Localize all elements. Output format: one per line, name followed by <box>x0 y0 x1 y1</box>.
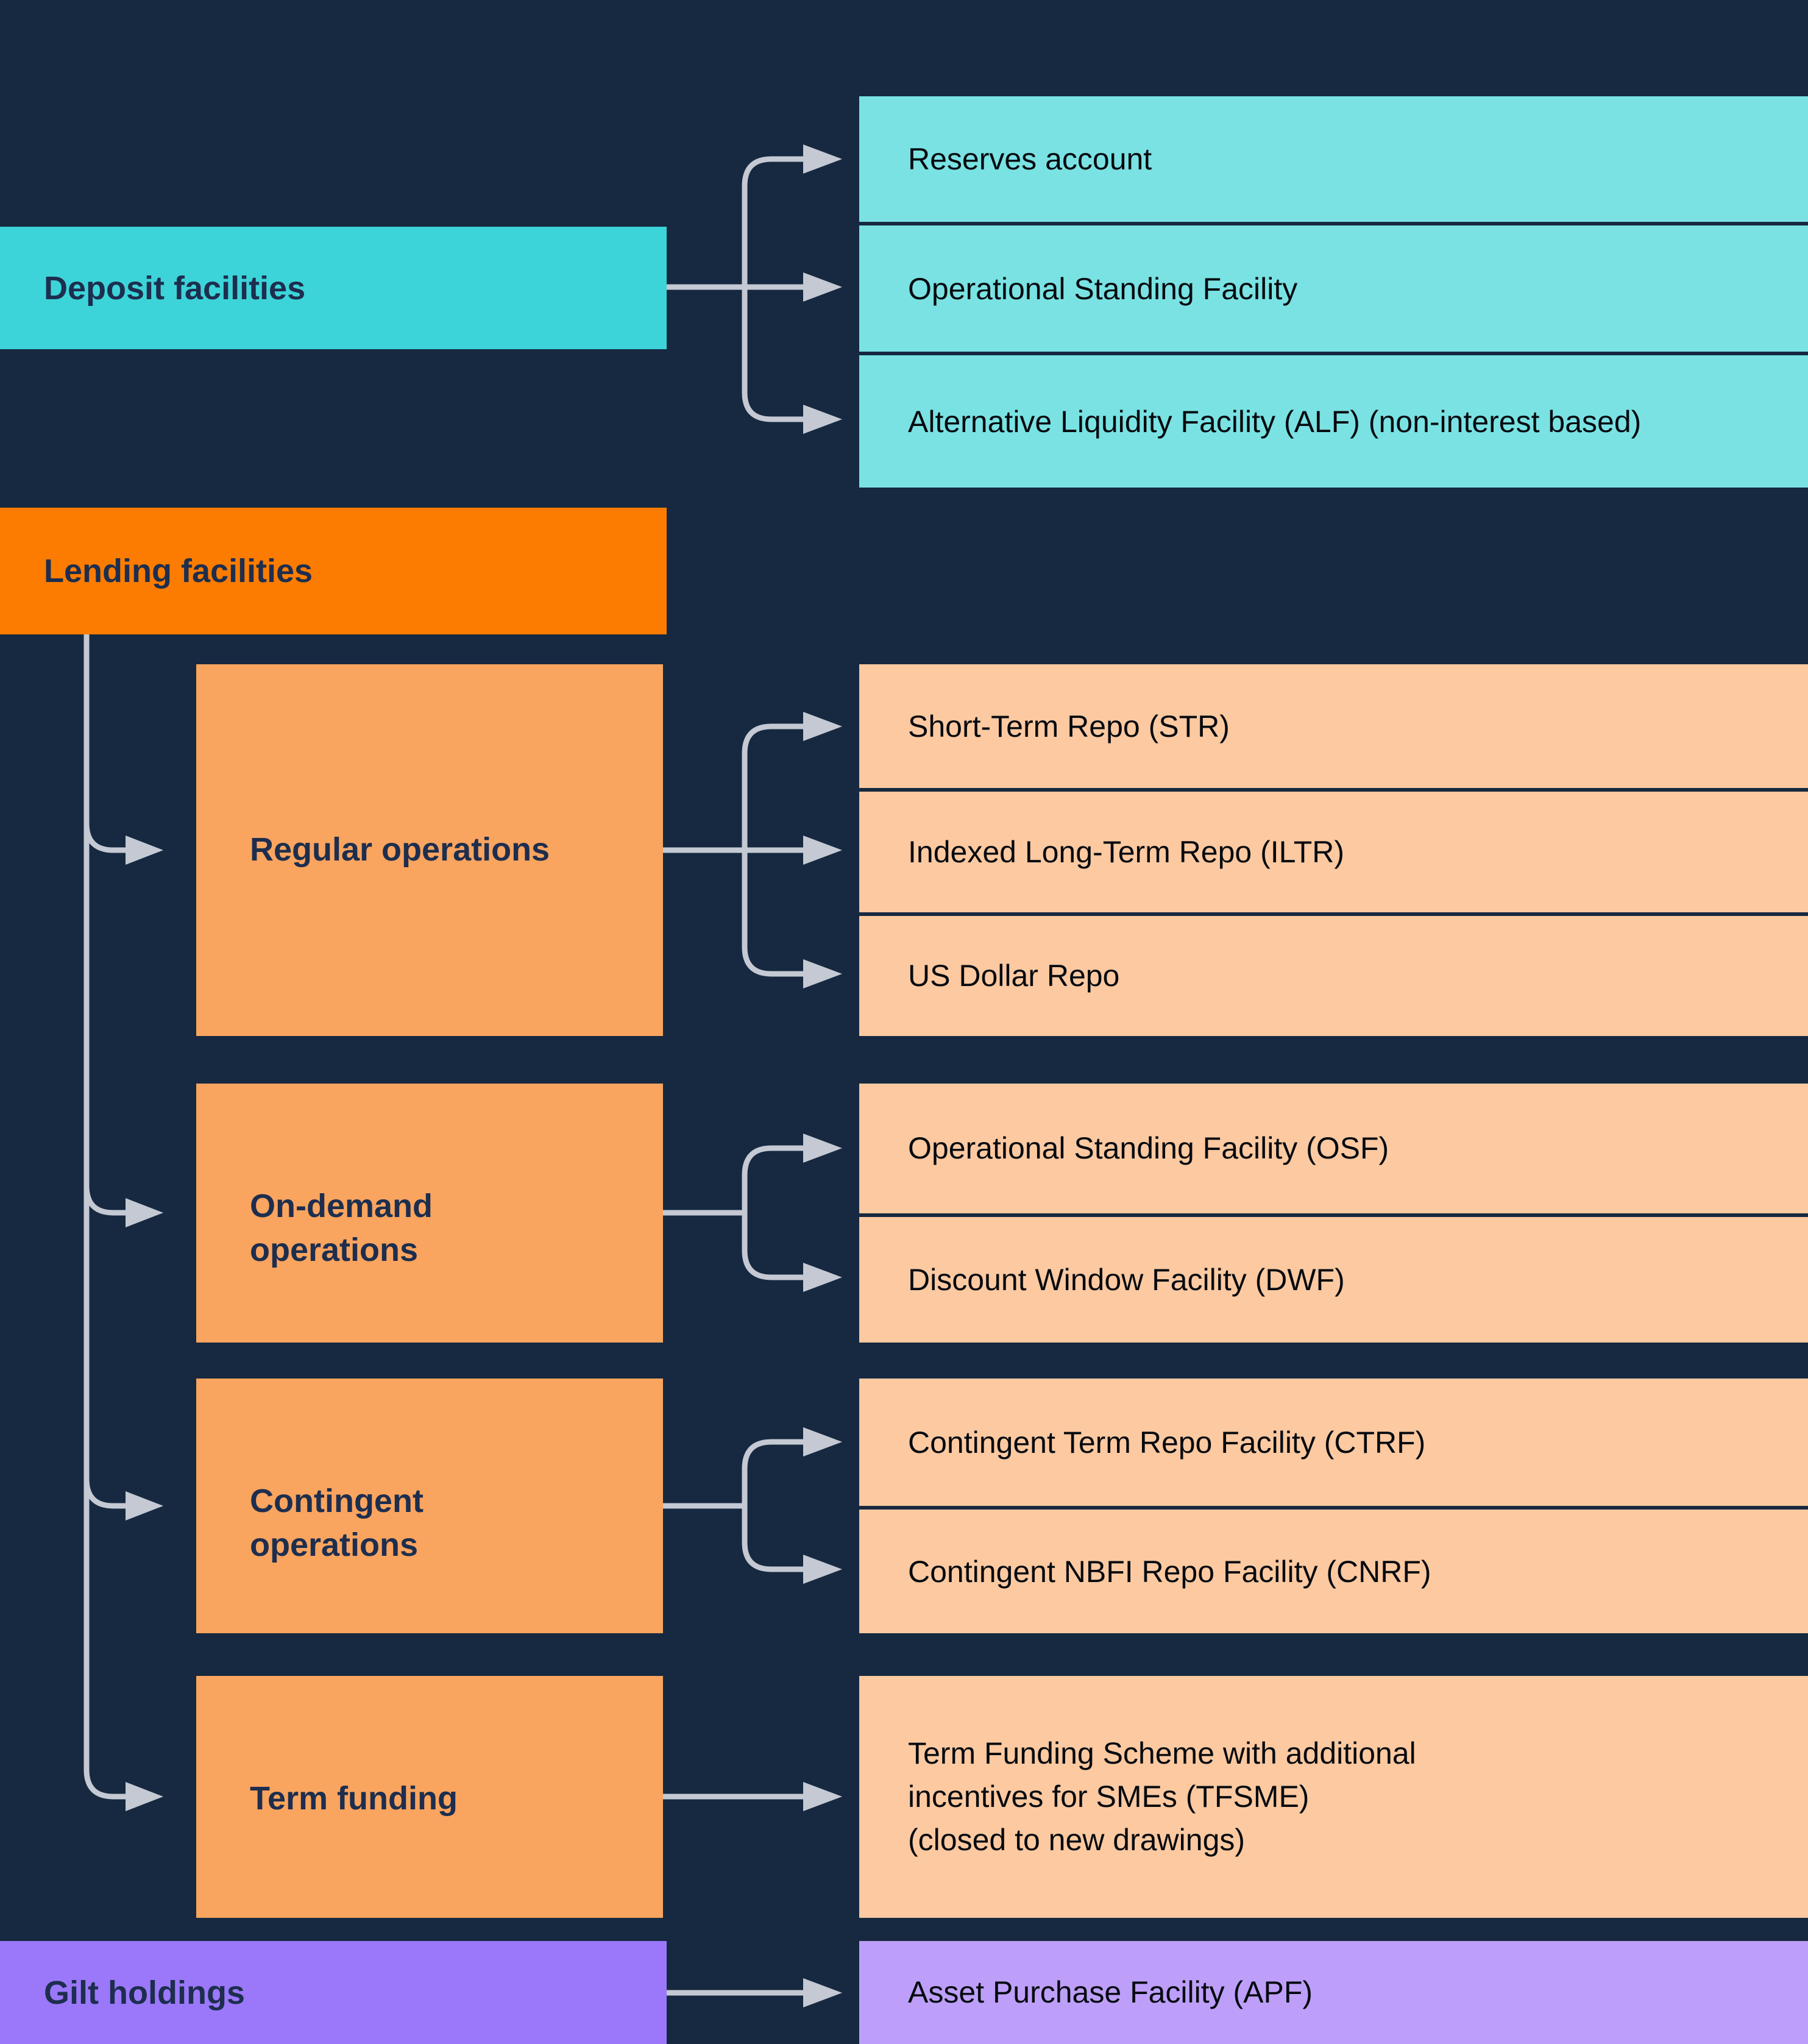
mid-term-funding: Term funding <box>196 1676 663 1918</box>
on-demand-leaf-stack: Operational Standing Facility (OSF) Disc… <box>859 1084 1808 1343</box>
deposit-facilities-box: Deposit facilities <box>0 227 667 349</box>
leaf-apf: Asset Purchase Facility (APF) <box>859 1941 1808 2044</box>
term-funding-label: Term funding <box>250 1780 458 1817</box>
regular-leaf-stack: Short-Term Repo (STR) Indexed Long-Term … <box>859 664 1808 1036</box>
leaf-osf-label: Operational Standing Facility (OSF) <box>908 1131 1389 1166</box>
leaf-apf-label: Asset Purchase Facility (APF) <box>908 1975 1313 2009</box>
connector-lending-trunk <box>83 634 126 1800</box>
connector-deposit-down <box>742 287 803 422</box>
leaf-alternative-liquidity-facility: Alternative Liquidity Facility (ALF) (no… <box>859 352 1808 488</box>
arrowhead-deposit-middle <box>803 272 842 302</box>
connector-lending-trunk-group <box>83 634 163 1811</box>
arrowhead-gilt <box>803 1978 842 2007</box>
connector-gilt-group <box>667 1978 842 2007</box>
leaf-operational-standing-facility: Operational Standing Facility <box>859 222 1808 352</box>
connector-trunk-on-demand <box>83 1159 126 1216</box>
arrowhead-on-demand-down <box>803 1263 842 1292</box>
arrowhead-trunk-on-demand <box>126 1198 163 1227</box>
deposit-facilities-label: Deposit facilities <box>44 269 306 307</box>
leaf-reserves-account: Reserves account <box>859 96 1808 222</box>
gilt-holdings-box: Gilt holdings <box>0 1941 667 2044</box>
leaf-ctrf-label: Contingent Term Repo Facility (CTRF) <box>908 1425 1426 1460</box>
arrowhead-regular-up <box>803 712 842 741</box>
leaf-indexed-long-term-repo: Indexed Long-Term Repo (ILTR) <box>859 788 1808 912</box>
arrowhead-deposit-down <box>803 405 842 434</box>
leaf-us-dollar-repo-label: US Dollar Repo <box>908 959 1120 993</box>
connector-on-demand-up <box>742 1145 803 1213</box>
arrowhead-trunk-term-funding <box>126 1782 163 1811</box>
leaf-dwf: Discount Window Facility (DWF) <box>859 1213 1808 1343</box>
arrowhead-trunk-contingent <box>126 1491 163 1521</box>
leaf-tfsme-label: Term Funding Scheme with additional ince… <box>908 1736 1416 1857</box>
connector-regular-up <box>742 723 803 850</box>
leaf-alternative-liquidity-facility-label: Alternative Liquidity Facility (ALF) (no… <box>908 404 1642 439</box>
arrowhead-regular-down <box>803 959 842 988</box>
on-demand-operations-label: On-demand operations <box>250 1188 433 1268</box>
leaf-cnrf-label: Contingent NBFI Repo Facility (CNRF) <box>908 1554 1431 1589</box>
gilt-holdings-label: Gilt holdings <box>44 1974 245 2011</box>
leaf-osf: Operational Standing Facility (OSF) <box>859 1084 1808 1213</box>
leaf-ctrf: Contingent Term Repo Facility (CTRF) <box>859 1379 1808 1506</box>
connector-regular-down <box>742 850 803 977</box>
lending-facilities-box: Lending facilities <box>0 508 667 634</box>
arrowhead-contingent-down <box>803 1555 842 1584</box>
connector-contingent-group <box>663 1427 842 1584</box>
connector-on-demand-down <box>742 1213 803 1280</box>
connector-regular-group <box>663 712 842 988</box>
connector-contingent-up <box>742 1439 803 1506</box>
leaf-tfsme: Term Funding Scheme with additional ince… <box>859 1676 1808 1918</box>
arrowhead-term-funding <box>803 1782 842 1811</box>
lending-facilities-label: Lending facilities <box>44 553 313 589</box>
deposit-leaf-stack: Reserves account Operational Standing Fa… <box>859 96 1808 488</box>
arrowhead-contingent-up <box>803 1427 842 1457</box>
connector-deposit-up <box>742 156 803 287</box>
leaf-operational-standing-facility-label: Operational Standing Facility <box>908 271 1298 306</box>
leaf-short-term-repo: Short-Term Repo (STR) <box>859 664 1808 789</box>
arrowhead-deposit-up <box>803 144 842 174</box>
mid-on-demand-operations: On-demand operations <box>196 1084 663 1343</box>
leaf-short-term-repo-label: Short-Term Repo (STR) <box>908 709 1230 743</box>
leaf-us-dollar-repo: US Dollar Repo <box>859 912 1808 1036</box>
contingent-leaf-stack: Contingent Term Repo Facility (CTRF) Con… <box>859 1379 1808 1633</box>
mid-regular-operations: Regular operations <box>196 664 663 1036</box>
connector-trunk-regular <box>83 797 126 853</box>
connector-term-funding-group <box>663 1782 842 1811</box>
contingent-operations-label: Contingent operations <box>250 1483 424 1563</box>
regular-operations-label: Regular operations <box>250 831 550 868</box>
leaf-dwf-label: Discount Window Facility (DWF) <box>908 1262 1345 1297</box>
mid-contingent-operations: Contingent operations <box>196 1379 663 1633</box>
arrowhead-regular-middle <box>803 836 842 865</box>
connector-contingent-down <box>742 1506 803 1572</box>
leaf-reserves-account-label: Reserves account <box>908 142 1152 176</box>
connector-trunk-contingent <box>83 1452 126 1509</box>
leaf-indexed-long-term-repo-label: Indexed Long-Term Repo (ILTR) <box>908 834 1345 869</box>
connector-on-demand-group <box>663 1134 842 1292</box>
connector-deposit-group <box>667 144 842 434</box>
arrowhead-on-demand-up <box>803 1134 842 1163</box>
arrowhead-trunk-regular <box>126 836 163 865</box>
leaf-cnrf: Contingent NBFI Repo Facility (CNRF) <box>859 1506 1808 1633</box>
